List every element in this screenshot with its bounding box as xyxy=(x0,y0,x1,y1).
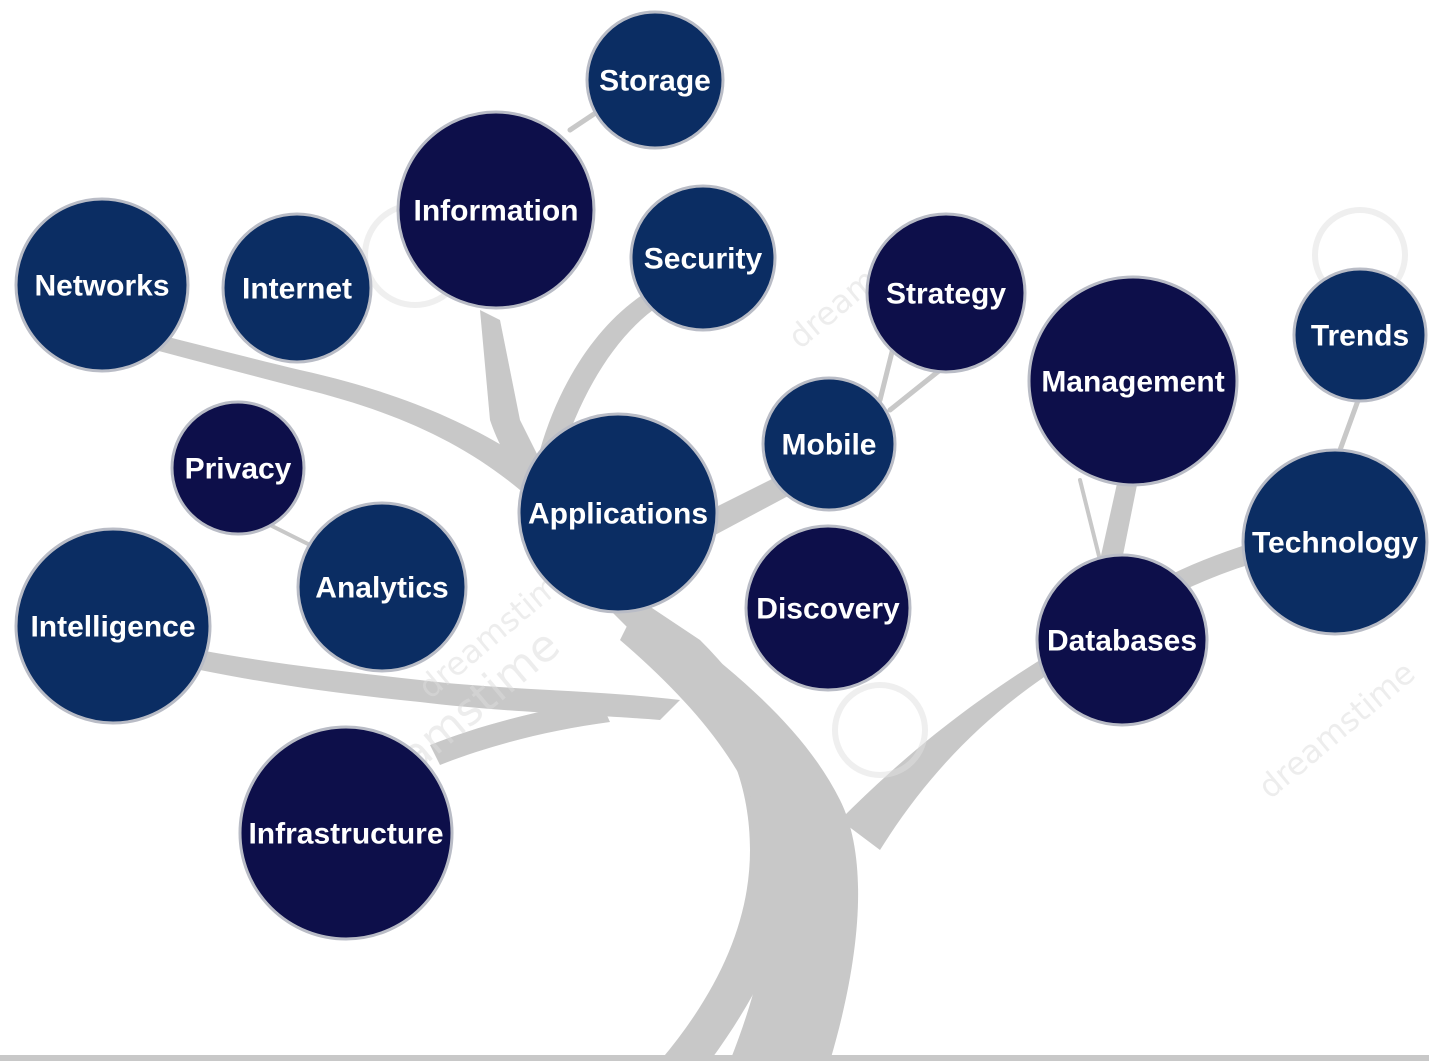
bubble-label-management: Management xyxy=(1041,366,1224,399)
bubble-applications: Applications xyxy=(517,412,719,614)
bubble-circle-infrastructure xyxy=(238,725,454,941)
bubble-label-infrastructure: Infrastructure xyxy=(248,818,443,851)
bubble-circle-mobile xyxy=(761,376,897,512)
bubble-circle-intelligence xyxy=(14,527,212,725)
bubble-privacy: Privacy xyxy=(170,400,306,536)
bubble-label-discovery: Discovery xyxy=(756,593,900,626)
bubble-discovery: Discovery xyxy=(744,524,912,692)
bubble-circle-databases xyxy=(1035,553,1209,727)
bubble-label-technology: Technology xyxy=(1252,527,1418,560)
bubble-circle-management xyxy=(1027,275,1239,487)
bubble-circle-storage xyxy=(585,10,725,150)
twig-trends xyxy=(1337,392,1363,453)
bubble-information: Information xyxy=(396,110,596,310)
bubble-label-intelligence: Intelligence xyxy=(30,611,195,644)
branch-security xyxy=(540,290,660,460)
bubble-intelligence: Intelligence xyxy=(14,527,212,725)
branch-infrastructure xyxy=(430,700,610,765)
bubble-circle-analytics xyxy=(296,501,468,673)
bubble-circle-internet xyxy=(221,212,373,364)
twig-management xyxy=(1078,478,1102,562)
bubble-strategy: Strategy xyxy=(865,212,1027,374)
bubble-circle-discovery xyxy=(744,524,912,692)
bubble-technology: Technology xyxy=(1241,448,1429,636)
twig-strategy-2 xyxy=(887,367,943,413)
bubble-label-trends: Trends xyxy=(1311,320,1409,353)
branch-intelligence xyxy=(200,650,680,720)
branch-management xyxy=(1100,470,1140,560)
tree-trunk-lower xyxy=(620,600,859,1061)
bubble-circle-technology xyxy=(1241,448,1429,636)
bubble-label-security: Security xyxy=(644,243,763,276)
tree xyxy=(155,107,1363,1061)
bubble-label-privacy: Privacy xyxy=(185,453,292,486)
branch-databases xyxy=(840,640,1070,850)
bubble-circle-applications xyxy=(517,412,719,614)
branch-technology xyxy=(1170,540,1265,592)
bubble-analytics: Analytics xyxy=(296,501,468,673)
bubble-label-databases: Databases xyxy=(1047,625,1197,658)
bubble-internet: Internet xyxy=(221,212,373,364)
bubble-circle-networks xyxy=(14,197,190,373)
bubble-management: Management xyxy=(1027,275,1239,487)
bubble-label-applications: Applications xyxy=(528,498,708,531)
branch-mobile xyxy=(700,475,790,535)
bubble-circle-trends xyxy=(1292,267,1428,403)
bubble-label-strategy: Strategy xyxy=(886,278,1006,311)
bubble-label-internet: Internet xyxy=(242,273,352,306)
bubble-databases: Databases xyxy=(1035,553,1209,727)
bubble-circle-strategy xyxy=(865,212,1027,374)
bubble-circle-information xyxy=(396,110,596,310)
branch-networks xyxy=(155,335,540,490)
bubble-circle-privacy xyxy=(170,400,306,536)
bubble-networks: Networks xyxy=(14,197,190,373)
bottom-rule xyxy=(0,1055,1429,1061)
bubble-label-mobile: Mobile xyxy=(782,429,877,462)
bubble-mobile: Mobile xyxy=(761,376,897,512)
bubble-infrastructure: Infrastructure xyxy=(238,725,454,941)
bubble-label-networks: Networks xyxy=(34,270,169,303)
bubble-label-information: Information xyxy=(414,195,579,228)
bubble-circle-security xyxy=(629,184,777,332)
bubble-label-analytics: Analytics xyxy=(315,572,448,605)
bubble-label-storage: Storage xyxy=(599,65,711,98)
bubble-storage: Storage xyxy=(585,10,725,150)
watermark-swirl xyxy=(832,682,928,778)
bubble-trends: Trends xyxy=(1292,267,1428,403)
bubble-security: Security xyxy=(629,184,777,332)
